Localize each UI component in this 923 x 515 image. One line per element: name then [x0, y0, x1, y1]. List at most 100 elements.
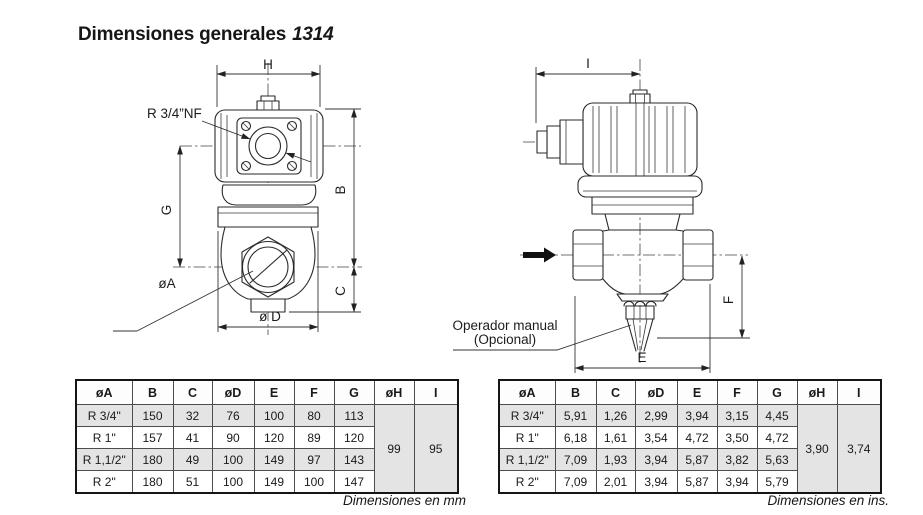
col-header-oa: øA [75, 379, 133, 405]
col-header-g: G [333, 379, 375, 405]
dim-f-label: F [721, 296, 736, 304]
cell: 147 [333, 470, 375, 494]
col-header-d: øD [211, 379, 255, 405]
cell: 32 [172, 404, 213, 427]
cell: 3,94 [716, 470, 758, 494]
top-plug [629, 89, 651, 104]
valve-body-side [572, 196, 714, 352]
dimension-h: H [216, 57, 321, 107]
dimension-d: ø D [217, 231, 319, 332]
cell: 4,72 [676, 426, 718, 449]
table-row: R 1" 157 41 90 120 89 120 [75, 426, 458, 449]
col-header-i: I [413, 379, 459, 405]
port-diameter-callout: øA [113, 270, 254, 332]
cell: 3,94 [634, 470, 678, 494]
table-row: R 3/4" 150 32 76 100 80 113 99 95 [75, 404, 459, 494]
col-header-f: F [293, 379, 335, 405]
outlet-hex [682, 229, 714, 281]
cell-merged-i: 95 [413, 404, 459, 494]
coil-base [577, 175, 703, 198]
dimensions-table-ins-wrapper: øA B C øD E F G øH I R 3/4" 5,91 1,26 2,… [498, 379, 882, 494]
cell: 3,54 [634, 426, 678, 449]
dimension-c: C [289, 266, 361, 313]
cell: 100 [211, 448, 255, 471]
cell-size: R 2" [75, 470, 133, 494]
dim-g-label: G [159, 205, 174, 216]
dim-h-label: H [263, 57, 273, 72]
flow-arrow-icon [523, 247, 556, 263]
cell: 150 [131, 404, 174, 427]
col-header-d: øD [634, 379, 678, 405]
caption-mm: Dimensiones en mm [342, 493, 466, 508]
cell: 4,72 [756, 426, 798, 449]
cell-merged-i: 3,74 [836, 404, 882, 494]
table-row: R 1" 6,18 1,61 3,54 4,72 3,50 4,72 [498, 426, 881, 449]
operator-label-line1: Operador manual [452, 318, 557, 333]
cell: 5,91 [554, 404, 597, 427]
valve-body-front [217, 184, 319, 313]
cell: 100 [253, 404, 295, 427]
dimensions-table-mm-wrapper: øA B C øD E F G øH I R 3/4" 150 32 76 10… [75, 379, 459, 494]
page-title-text: Dimensiones generales [78, 24, 287, 45]
cell-size: R 3/4" [75, 404, 133, 427]
cell: 180 [131, 470, 174, 494]
operator-label-line2: (Opcional) [474, 332, 536, 347]
model-number: 1314 [292, 24, 334, 45]
cell: 1,26 [595, 404, 636, 427]
col-header-oh: øH [373, 379, 415, 405]
dim-b-label: B [333, 185, 348, 194]
cell: 4,45 [756, 404, 798, 427]
dim-i-label: I [586, 56, 590, 71]
inlet-hex [572, 229, 604, 281]
cell-size: R 1" [75, 426, 133, 449]
port-thread-label: R 3/4”NF [147, 106, 202, 121]
col-header-oa: øA [498, 379, 556, 405]
table-row: R 2" 180 51 100 149 100 147 [75, 470, 458, 494]
col-header-i: I [836, 379, 882, 405]
cell: 51 [172, 470, 213, 494]
cell-merged-h: 3,90 [796, 404, 838, 494]
table-row: R 1,1/2" 180 49 100 149 97 143 [75, 448, 458, 471]
table-row: R 1,1/2" 7,09 1,93 3,94 5,87 3,82 5,63 [498, 448, 881, 471]
cell: 149 [253, 448, 295, 471]
cell: 49 [172, 448, 213, 471]
col-header-g: G [756, 379, 798, 405]
cell: 5,79 [756, 470, 798, 494]
coil-port-circle [248, 126, 288, 166]
cell: 3,94 [634, 448, 678, 471]
col-header-b: B [131, 379, 174, 405]
col-header-oh: øH [796, 379, 838, 405]
side-view-drawing: I [452, 56, 750, 373]
body-foot [250, 298, 286, 313]
dimension-f: F [657, 255, 750, 339]
col-header-f: F [716, 379, 758, 405]
cell-size: R 1" [498, 426, 556, 449]
cell-size: R 1,1/2" [498, 448, 556, 471]
dim-e-label: E [637, 350, 646, 365]
col-header-c: C [172, 379, 213, 405]
cell: 5,63 [756, 448, 798, 471]
cell: 41 [172, 426, 213, 449]
cell: 113 [333, 404, 375, 427]
port-thread-callout: R 3/4”NF [147, 106, 312, 163]
cell: 149 [253, 470, 295, 494]
dim-d-label: ø D [259, 309, 281, 324]
cell: 3,82 [716, 448, 758, 471]
cell: 180 [131, 448, 174, 471]
cell: 1,93 [595, 448, 636, 471]
col-header-e: E [253, 379, 295, 405]
cell: 3,94 [676, 404, 718, 427]
front-view-drawing: H [113, 57, 362, 335]
cell: 120 [253, 426, 295, 449]
cell: 157 [131, 426, 174, 449]
cell: 100 [211, 470, 255, 494]
cell: 97 [293, 448, 335, 471]
cell: 76 [211, 404, 255, 427]
cell: 6,18 [554, 426, 597, 449]
cell: 90 [211, 426, 255, 449]
cell: 7,09 [554, 470, 597, 494]
manual-operator [623, 301, 657, 352]
table-header-row: øA B C øD E F G øH I [498, 379, 882, 405]
